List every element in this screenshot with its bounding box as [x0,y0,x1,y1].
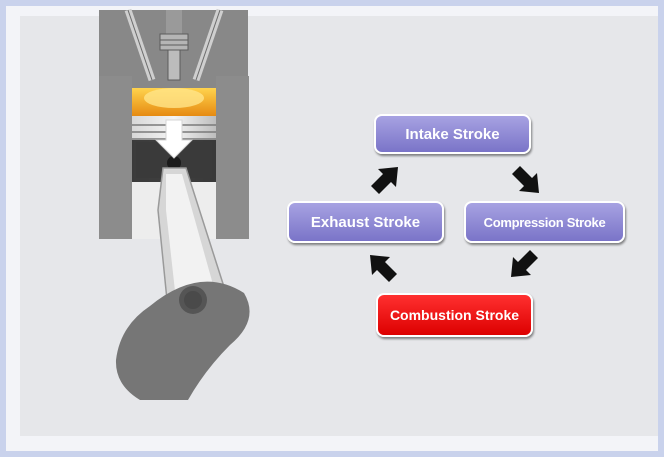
compression-stroke-box: Compression Stroke [464,201,625,243]
exhaust-stroke-label: Exhaust Stroke [310,213,421,231]
arrow-exhaust-to-intake-icon [371,167,398,194]
compression-stroke-label: Compression Stroke [483,214,606,230]
crankshaft [115,281,250,400]
intake-stroke-box: Intake Stroke [374,114,531,154]
exhaust-stroke-box: Exhaust Stroke [287,201,444,243]
spark-plug [159,10,189,81]
piston-down-arrow-icon [154,119,194,159]
combustion-stroke-box: Combustion Stroke [376,293,533,337]
combustion-stroke-label: Combustion Stroke [389,307,520,323]
arrow-intake-to-compression-icon [512,166,539,193]
combustion-glow [132,88,216,116]
valves [124,8,224,82]
arrow-compression-to-combustion-icon [511,250,538,277]
cycle-arrows [370,166,539,282]
arrow-combustion-to-exhaust-icon [370,255,397,282]
intake-stroke-label: Intake Stroke [405,125,500,143]
